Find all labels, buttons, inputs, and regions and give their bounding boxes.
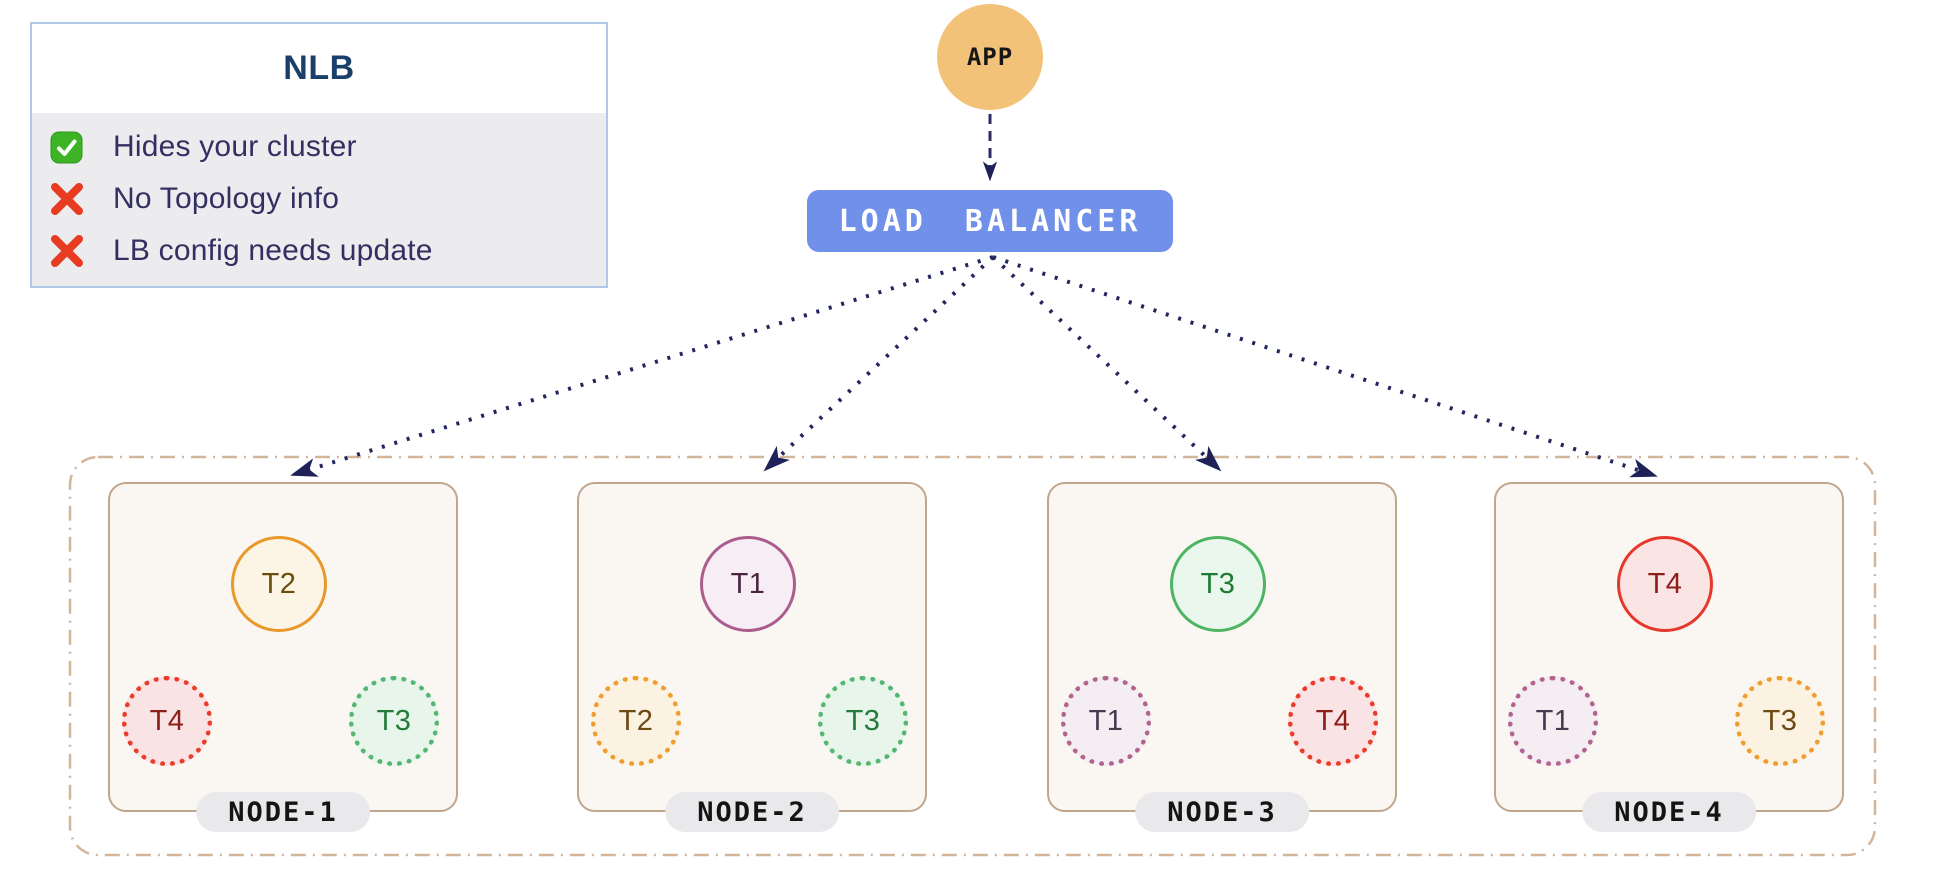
pod-label: T2 <box>261 567 297 600</box>
node-name-badge: NODE-3 <box>1135 792 1309 832</box>
arrow-lb-to-node3 <box>991 255 1222 472</box>
load-balancer: LOAD BALANCER <box>807 190 1173 252</box>
pod-label: T1 <box>1088 704 1124 737</box>
pod-circle: T4 <box>122 676 212 766</box>
node-name: NODE-1 <box>228 796 338 828</box>
node-name: NODE-4 <box>1614 796 1724 828</box>
app-label: APP <box>966 43 1014 71</box>
list-item-text: Hides your cluster <box>113 130 357 163</box>
pod-label: T3 <box>1762 704 1798 737</box>
pod-circle: T1 <box>700 536 796 632</box>
node-name: NODE-2 <box>697 796 807 828</box>
list-item: LB config needs update <box>32 225 606 277</box>
pod-circle: T3 <box>1735 676 1825 766</box>
list-item-text: LB config needs update <box>113 234 433 267</box>
pod-circle: T1 <box>1508 676 1598 766</box>
node-box: T1 T2 T3 NODE-2 <box>577 482 927 832</box>
pod-circle: T2 <box>591 676 681 766</box>
arrow-lb-to-node2 <box>763 255 995 472</box>
pod-circle: T4 <box>1288 676 1378 766</box>
pod-label: T4 <box>1647 567 1683 600</box>
node-box: T4 T1 T3 NODE-4 <box>1494 482 1844 832</box>
pod-circle: T4 <box>1617 536 1713 632</box>
pod-label: T3 <box>376 704 412 737</box>
list-item: Hides your cluster <box>32 121 606 173</box>
pod-circle: T2 <box>231 536 327 632</box>
node-box: T3 T1 T4 NODE-3 <box>1047 482 1397 832</box>
info-panel-title: NLB <box>283 49 355 87</box>
pod-circle: T3 <box>1170 536 1266 632</box>
app-node: APP <box>937 4 1043 110</box>
pod-label: T3 <box>845 704 881 737</box>
node-name: NODE-3 <box>1167 796 1277 828</box>
info-panel-header: NLB <box>32 24 606 113</box>
pod-label: T1 <box>730 567 766 600</box>
pod-label: T3 <box>1200 567 1236 600</box>
pod-circle: T3 <box>349 676 439 766</box>
cross-icon <box>48 181 85 217</box>
list-item-text: No Topology info <box>113 182 340 215</box>
info-panel-body: Hides your cluster No Topology info LB c… <box>32 113 606 286</box>
list-item: No Topology info <box>32 173 606 225</box>
node-box: T2 T4 T3 NODE-1 <box>108 482 458 832</box>
arrow-lb-to-node1 <box>290 255 994 477</box>
check-icon <box>48 131 85 164</box>
node-name-badge: NODE-1 <box>196 792 370 832</box>
nlb-info-panel: NLB Hides your cluster No Topology info <box>30 22 608 288</box>
pod-label: T1 <box>1535 704 1571 737</box>
node-name-badge: NODE-4 <box>1582 792 1756 832</box>
arrow-lb-to-node4 <box>992 255 1658 478</box>
cross-icon <box>48 233 85 269</box>
load-balancer-label: LOAD BALANCER <box>838 203 1142 239</box>
pod-label: T2 <box>618 704 654 737</box>
pod-circle: T3 <box>818 676 908 766</box>
pod-label: T4 <box>149 704 185 737</box>
pod-circle: T1 <box>1061 676 1151 766</box>
node-name-badge: NODE-2 <box>665 792 839 832</box>
pod-label: T4 <box>1315 704 1351 737</box>
